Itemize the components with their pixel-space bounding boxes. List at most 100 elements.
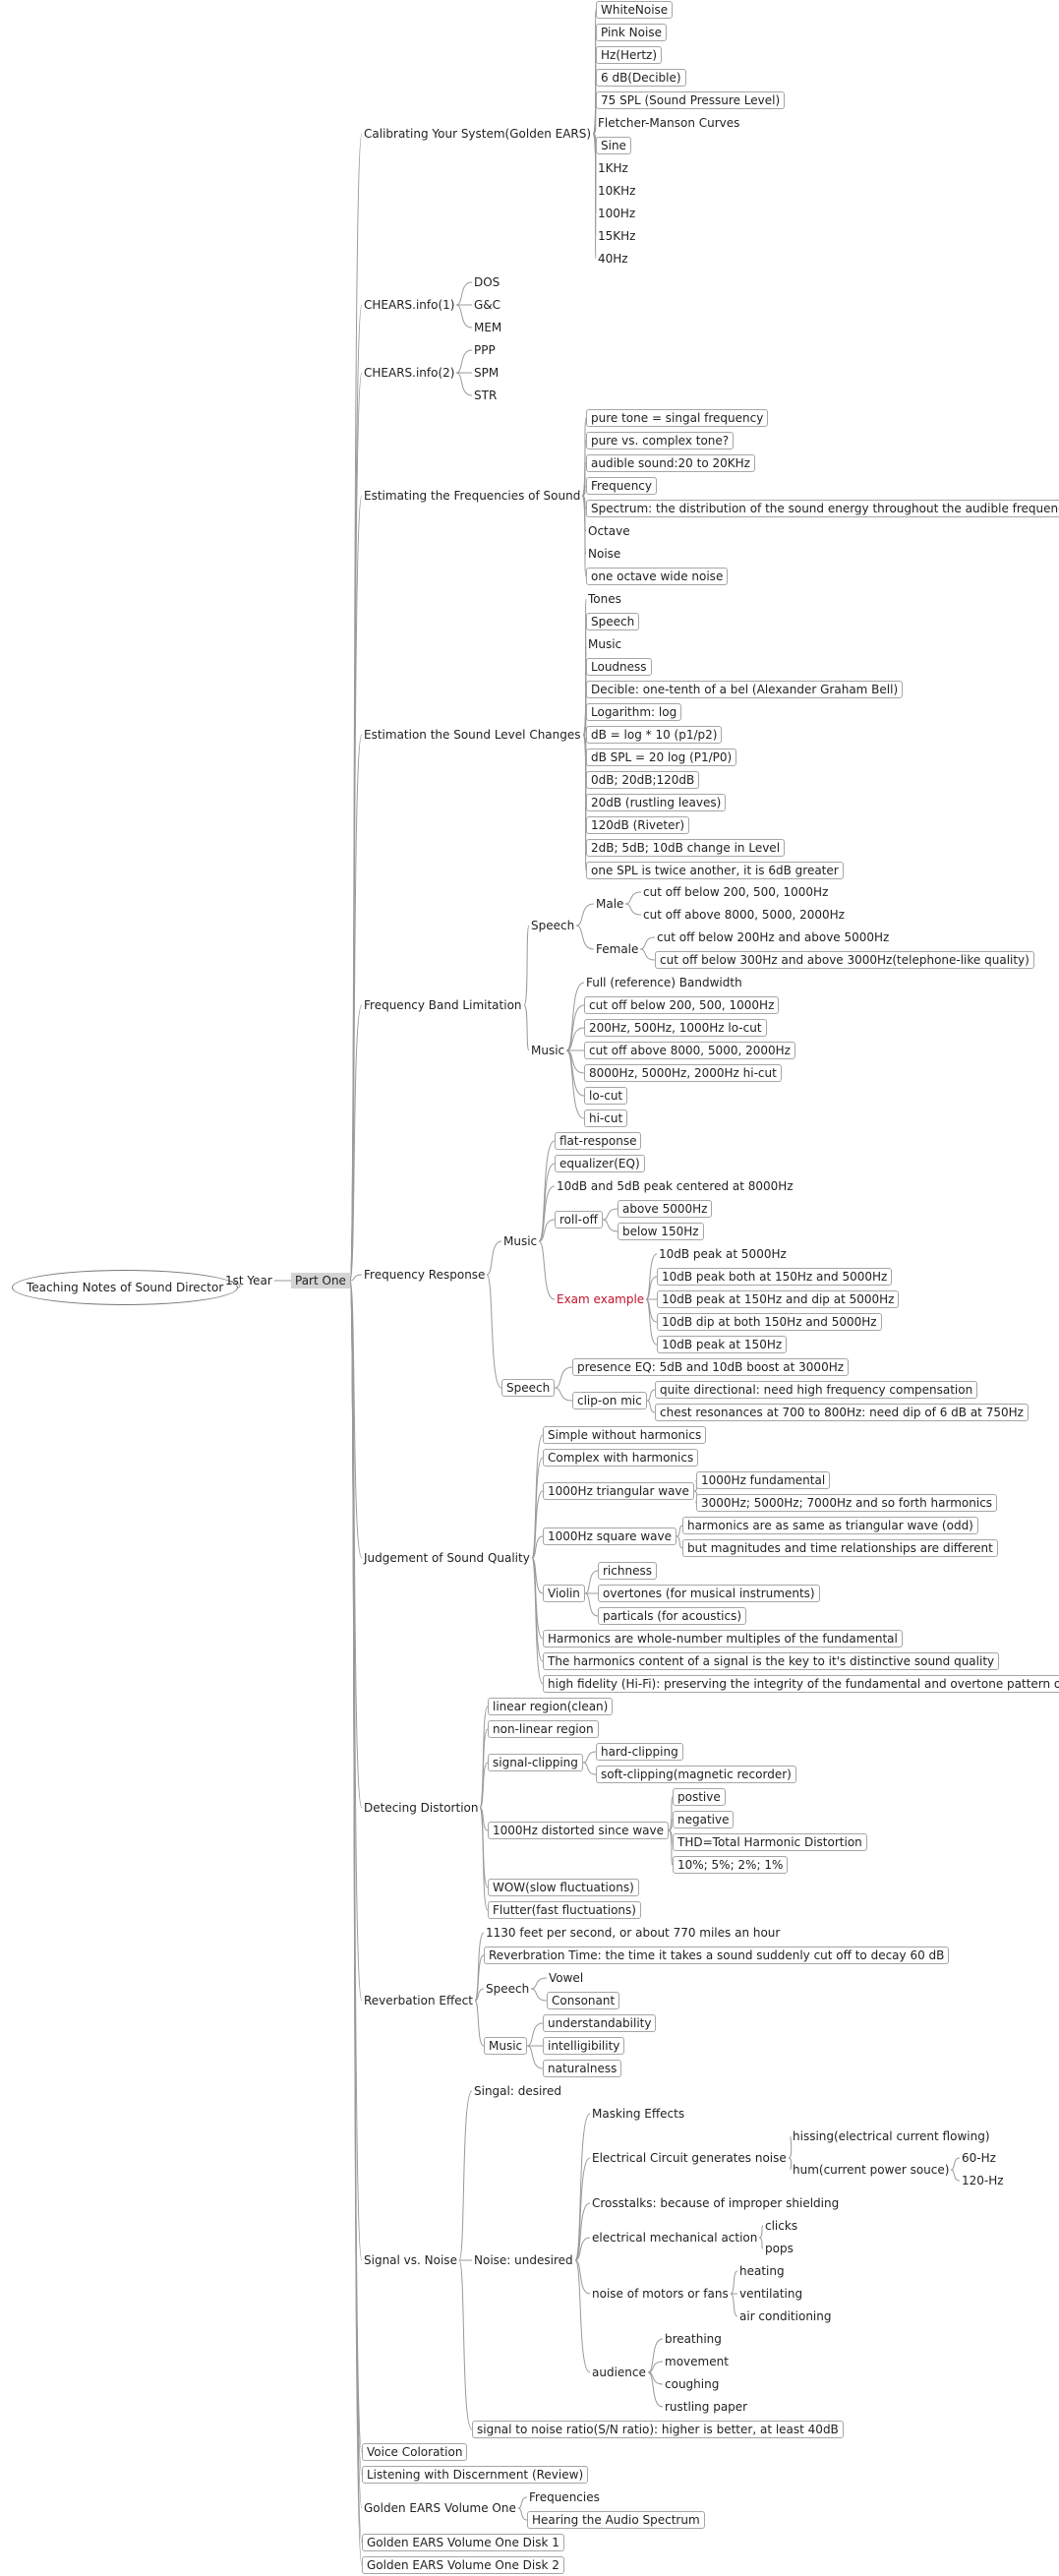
node-c14[interactable]: Golden EARS Volume One <box>364 2501 516 2515</box>
node-c8a[interactable]: Simple without harmonics <box>543 1426 707 1444</box>
node-c2a[interactable]: DOS <box>474 275 500 289</box>
node-c7m2[interactable]: equalizer(EQ) <box>555 1155 645 1172</box>
node-c11b5b[interactable]: ventilating <box>739 2287 803 2301</box>
node-c11b6b[interactable]: movement <box>665 2355 729 2368</box>
node-c9a[interactable]: linear region(clean) <box>488 1698 614 1715</box>
node-c4e[interactable]: Spectrum: the distribution of the sound … <box>586 500 1059 517</box>
node-c5a[interactable]: Tones <box>588 592 621 606</box>
node-c10c2[interactable]: Consonant <box>547 1992 620 2009</box>
node-c16[interactable]: Golden EARS Volume One Disk 2 <box>362 2556 564 2574</box>
node-c5f[interactable]: Logarithm: log <box>586 703 682 721</box>
node-c10d1[interactable]: understandability <box>543 2014 657 2032</box>
node-c3a[interactable]: PPP <box>474 343 496 357</box>
node-c8e[interactable]: Violin <box>543 1585 585 1602</box>
node-c11b5a[interactable]: heating <box>739 2264 785 2278</box>
node-c9c1[interactable]: hard-clipping <box>596 1743 683 1761</box>
node-c4h[interactable]: one octave wide noise <box>586 568 729 585</box>
node-c11b2b2[interactable]: 120-Hz <box>962 2174 1004 2187</box>
node-c9d2[interactable]: negative <box>673 1811 735 1828</box>
node-c5i[interactable]: 0dB; 20dB;120dB <box>586 771 700 789</box>
node-c5e[interactable]: Decible: one-tenth of a bel (Alexander G… <box>586 681 904 698</box>
node-c5g[interactable]: dB = log * 10 (p1/p2) <box>586 726 723 744</box>
node-c8e1[interactable]: richness <box>598 1562 657 1580</box>
node-c1i[interactable]: 10KHz <box>598 184 636 198</box>
node-c11b4[interactable]: electrical mechanical action <box>592 2231 758 2245</box>
node-n1[interactable]: 1st Year <box>225 1274 272 1288</box>
node-c12[interactable]: Voice Coloration <box>362 2443 468 2461</box>
node-c8c1[interactable]: 1000Hz fundamental <box>696 1471 831 1489</box>
node-c6m6[interactable]: lo-cut <box>584 1087 628 1105</box>
node-c8e3[interactable]: particals (for acoustics) <box>598 1607 747 1625</box>
node-c9d[interactable]: 1000Hz distorted since wave <box>488 1822 670 1839</box>
node-c5m[interactable]: one SPL is twice another, it is 6dB grea… <box>586 862 844 879</box>
node-c10b[interactable]: Reverbration Time: the time it takes a s… <box>484 1947 950 1964</box>
node-n2[interactable]: Part One <box>291 1273 350 1288</box>
node-c1j[interactable]: 100Hz <box>598 207 636 220</box>
node-c11b1[interactable]: Masking Effects <box>592 2107 685 2121</box>
node-c1l[interactable]: 40Hz <box>598 252 628 266</box>
node-c7m4[interactable]: roll-off <box>555 1211 603 1228</box>
node-c5k[interactable]: 120dB (Riveter) <box>586 816 690 834</box>
node-c4b[interactable]: pure vs. complex tone? <box>586 432 735 449</box>
node-c11b2[interactable]: Electrical Circuit generates noise <box>592 2151 787 2165</box>
node-c6s2[interactable]: Female <box>596 942 639 956</box>
node-c1a[interactable]: WhiteNoise <box>596 1 674 19</box>
node-c6m5[interactable]: 8000Hz, 5000Hz, 2000Hz hi-cut <box>584 1064 782 1082</box>
node-c2[interactable]: CHEARS.info(1) <box>364 298 455 312</box>
node-c6m[interactable]: Music <box>531 1044 565 1057</box>
node-c6s2b[interactable]: cut off below 300Hz and above 3000Hz(tel… <box>655 951 1034 969</box>
node-c13[interactable]: Listening with Discernment (Review) <box>362 2466 589 2484</box>
node-c7m5b[interactable]: 10dB peak both at 150Hz and 5000Hz <box>657 1268 893 1286</box>
node-c11b5[interactable]: noise of motors or fans <box>592 2287 729 2301</box>
node-c5c[interactable]: Music <box>588 637 622 651</box>
node-c5[interactable]: Estimation the Sound Level Changes <box>364 728 581 742</box>
node-root[interactable]: Teaching Notes of Sound Director <box>12 1270 239 1305</box>
node-c9f[interactable]: Flutter(fast fluctuations) <box>488 1901 641 1919</box>
node-c8h[interactable]: high fidelity (Hi-Fi): preserving the in… <box>543 1675 1059 1693</box>
node-c9[interactable]: Detecing Distortion <box>364 1801 479 1815</box>
node-c15[interactable]: Golden EARS Volume One Disk 1 <box>362 2534 564 2551</box>
node-c9d3[interactable]: THD=Total Harmonic Distortion <box>673 1833 867 1851</box>
node-c6s1b[interactable]: cut off above 8000, 5000, 2000Hz <box>643 908 845 922</box>
node-c5d[interactable]: Loudness <box>586 658 652 676</box>
node-c8[interactable]: Judgement of Sound Quality <box>364 1551 530 1565</box>
node-c10a[interactable]: 1130 feet per second, or about 770 miles… <box>486 1926 781 1940</box>
node-c3c[interactable]: STR <box>474 389 498 402</box>
node-c4d[interactable]: Frequency <box>586 477 657 495</box>
node-c11b[interactable]: Noise: undesired <box>474 2253 573 2267</box>
node-c8c2[interactable]: 3000Hz; 5000Hz; 7000Hz and so forth harm… <box>696 1494 998 1512</box>
node-c7m3[interactable]: 10dB and 5dB peak centered at 8000Hz <box>557 1179 794 1193</box>
node-c11a[interactable]: Singal: desired <box>474 2084 561 2098</box>
node-c11b6a[interactable]: breathing <box>665 2332 722 2346</box>
node-c10d3[interactable]: naturalness <box>543 2060 622 2077</box>
node-c5l[interactable]: 2dB; 5dB; 10dB change in Level <box>586 839 786 857</box>
node-c3b[interactable]: SPM <box>474 366 500 380</box>
node-c5j[interactable]: 20dB (rustling leaves) <box>586 794 727 811</box>
node-c11b3[interactable]: Crosstalks: because of improper shieldin… <box>592 2196 840 2210</box>
node-c6m7[interactable]: hi-cut <box>584 1109 628 1127</box>
node-c1b[interactable]: Pink Noise <box>596 24 667 41</box>
node-c6[interactable]: Frequency Band Limitation <box>364 998 522 1012</box>
node-c7[interactable]: Frequency Response <box>364 1268 486 1282</box>
node-c6s2a[interactable]: cut off below 200Hz and above 5000Hz <box>657 930 890 944</box>
node-c2b[interactable]: G&C <box>474 298 501 312</box>
node-c7s2a[interactable]: quite directional: need high frequency c… <box>655 1381 978 1399</box>
node-c7m5d[interactable]: 10dB dip at both 150Hz and 5000Hz <box>657 1313 882 1331</box>
node-c7s2b[interactable]: chest resonances at 700 to 800Hz: need d… <box>655 1404 1029 1421</box>
node-c6m1[interactable]: Full (reference) Bandwidth <box>586 976 742 989</box>
node-c9d4[interactable]: 10%; 5%; 2%; 1% <box>673 1856 789 1874</box>
node-c9d1[interactable]: postive <box>673 1788 726 1806</box>
node-c7m5c[interactable]: 10dB peak at 150Hz and dip at 5000Hz <box>657 1290 900 1308</box>
node-c6m4[interactable]: cut off above 8000, 5000, 2000Hz <box>584 1042 795 1059</box>
node-c10[interactable]: Reverbation Effect <box>364 1994 473 2007</box>
node-c4a[interactable]: pure tone = singal frequency <box>586 409 769 427</box>
node-c11b4b[interactable]: pops <box>765 2242 794 2255</box>
node-c8f[interactable]: Harmonics are whole-number multiples of … <box>543 1630 903 1647</box>
node-c7s[interactable]: Speech <box>501 1379 556 1397</box>
node-c8d1[interactable]: harmonics are as same as triangular wave… <box>682 1517 978 1534</box>
node-c5h[interactable]: dB SPL = 20 log (P1/P0) <box>586 749 737 766</box>
node-c1h[interactable]: 1KHz <box>598 161 628 175</box>
node-c8c[interactable]: 1000Hz triangular wave <box>543 1482 694 1500</box>
node-c5b[interactable]: Speech <box>586 613 640 630</box>
node-c11b6[interactable]: audience <box>592 2366 646 2379</box>
